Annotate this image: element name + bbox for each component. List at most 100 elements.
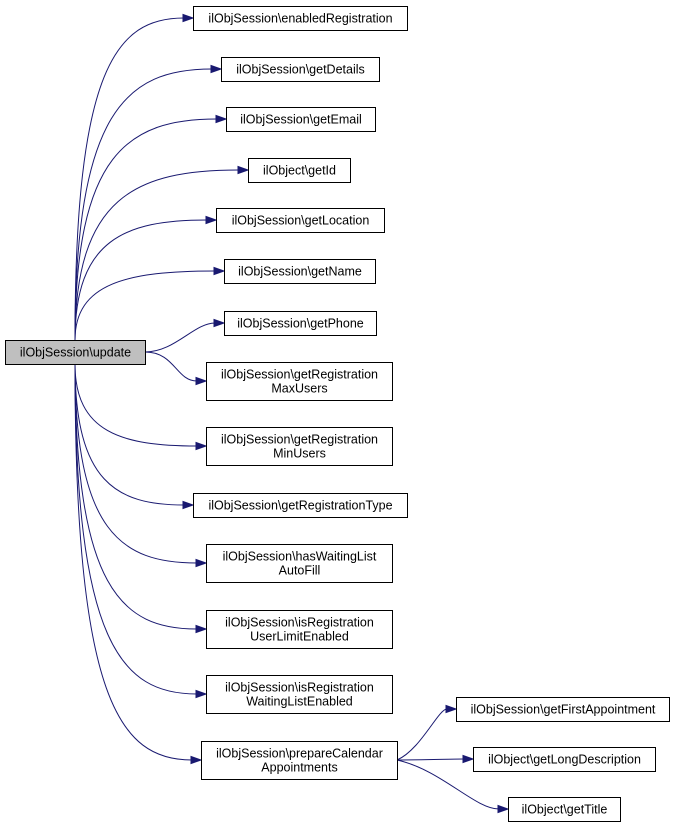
node-label: ilObjSession\isRegistration	[225, 681, 374, 695]
node-label: ilObjSession\getRegistration	[221, 433, 378, 447]
edge-update-to-has-waiting-list-auto-fill	[74, 363, 208, 568]
edge-line	[74, 363, 198, 447]
edge-line	[74, 363, 198, 564]
node-label: ilObjSession\getLocation	[232, 214, 370, 228]
node-label: MaxUsers	[271, 382, 327, 396]
arrowhead-icon	[237, 165, 250, 175]
node-box	[5, 340, 146, 365]
edge-update-to-get-registration-type	[74, 363, 195, 510]
edge-line	[74, 270, 216, 341]
node-box	[193, 493, 408, 518]
node-label: ilObjSession\getFirstAppointment	[471, 703, 656, 717]
node-box	[206, 362, 393, 401]
node-get-registration-type[interactable]: ilObjSession\getRegistrationType	[193, 493, 408, 518]
arrowhead-icon	[462, 754, 475, 764]
edge-update-to-get-email	[74, 114, 228, 341]
edge-update-to-get-name	[74, 266, 226, 341]
arrowhead-icon	[205, 215, 218, 225]
edge-update-to-get-location	[74, 215, 218, 341]
edge-update-to-get-id	[74, 165, 250, 341]
node-update[interactable]: ilObjSession\update	[5, 340, 146, 365]
node-get-id[interactable]: ilObject\getId	[248, 158, 351, 183]
node-box	[508, 797, 621, 822]
node-box	[226, 107, 376, 132]
edge-update-to-get-details	[74, 64, 223, 341]
node-label: MinUsers	[273, 447, 326, 461]
call-edges	[74, 13, 510, 814]
edge-line	[74, 68, 213, 341]
edge-update-to-prepare-calendar-appointments	[74, 363, 203, 765]
node-box	[206, 675, 393, 714]
node-get-first-appointment[interactable]: ilObjSession\getFirstAppointment	[456, 697, 670, 722]
node-box	[221, 57, 380, 82]
node-box	[206, 610, 393, 649]
edge-line	[74, 363, 185, 506]
edge-line	[74, 118, 218, 341]
node-box	[224, 259, 376, 284]
arrowhead-icon	[213, 266, 226, 276]
node-label: AutoFill	[279, 564, 321, 578]
node-get-details[interactable]: ilObjSession\getDetails	[221, 57, 380, 82]
node-box	[473, 747, 656, 772]
node-is-registration-waiting-list-enabled[interactable]: ilObjSession\isRegistrationWaitingListEn…	[206, 675, 393, 714]
edge-update-to-get-phone	[144, 318, 226, 353]
edge-line	[74, 363, 193, 761]
node-label: ilObjSession\enabledRegistration	[208, 12, 392, 26]
node-box	[201, 741, 398, 780]
node-is-registration-user-limit-enabled[interactable]: ilObjSession\isRegistrationUserLimitEnab…	[206, 610, 393, 649]
node-box	[206, 427, 393, 466]
node-label: ilObjSession\getDetails	[236, 63, 365, 77]
edge-prepare-calendar-appointments-to-get-long-description	[396, 754, 475, 764]
node-get-long-description[interactable]: ilObject\getLongDescription	[473, 747, 656, 772]
edge-line	[396, 708, 448, 761]
arrowhead-icon	[215, 114, 228, 124]
edge-prepare-calendar-appointments-to-get-title	[396, 759, 510, 814]
node-label: WaitingListEnabled	[246, 695, 353, 709]
node-box	[206, 544, 393, 583]
arrowhead-icon	[213, 318, 226, 328]
arrowhead-icon	[182, 13, 195, 23]
edge-update-to-get-registration-max-users	[144, 351, 208, 386]
node-label: UserLimitEnabled	[250, 630, 349, 644]
node-enabled-registration[interactable]: ilObjSession\enabledRegistration	[193, 6, 408, 31]
node-box	[193, 6, 408, 31]
node-box	[456, 697, 670, 722]
edge-line	[396, 758, 465, 761]
node-get-name[interactable]: ilObjSession\getName	[224, 259, 376, 284]
arrowhead-icon	[195, 441, 208, 451]
node-get-phone[interactable]: ilObjSession\getPhone	[224, 311, 377, 336]
node-label: ilObject\getLongDescription	[488, 753, 641, 767]
edge-line	[144, 322, 216, 353]
node-box	[216, 208, 385, 233]
node-get-email[interactable]: ilObjSession\getEmail	[226, 107, 376, 132]
call-nodes: ilObjSession\update ilObjSession\enabledR…	[5, 6, 670, 822]
arrowhead-icon	[497, 804, 510, 814]
arrowhead-icon	[195, 558, 208, 568]
edge-line	[74, 363, 198, 630]
node-box	[224, 311, 377, 336]
node-label: ilObjSession\isRegistration	[225, 616, 374, 630]
node-label: ilObject\getTitle	[522, 803, 608, 817]
arrowhead-icon	[195, 689, 208, 699]
edge-line	[396, 759, 500, 810]
node-label: ilObjSession\getPhone	[237, 317, 364, 331]
node-get-location[interactable]: ilObjSession\getLocation	[216, 208, 385, 233]
edge-update-to-is-registration-user-limit-enabled	[74, 363, 208, 634]
arrowhead-icon	[182, 500, 195, 510]
node-label: ilObjSession\getName	[238, 265, 362, 279]
arrowhead-icon	[445, 704, 458, 714]
node-label: ilObjSession\hasWaitingList	[223, 550, 377, 564]
node-label: ilObjSession\getRegistrationType	[208, 499, 392, 513]
arrowhead-icon	[195, 624, 208, 634]
node-label: ilObjSession\update	[20, 346, 131, 360]
node-get-title[interactable]: ilObject\getTitle	[508, 797, 621, 822]
arrowhead-icon	[190, 755, 203, 765]
edge-line	[144, 351, 198, 382]
edge-line	[74, 169, 240, 341]
node-label: ilObjSession\getEmail	[240, 113, 362, 127]
